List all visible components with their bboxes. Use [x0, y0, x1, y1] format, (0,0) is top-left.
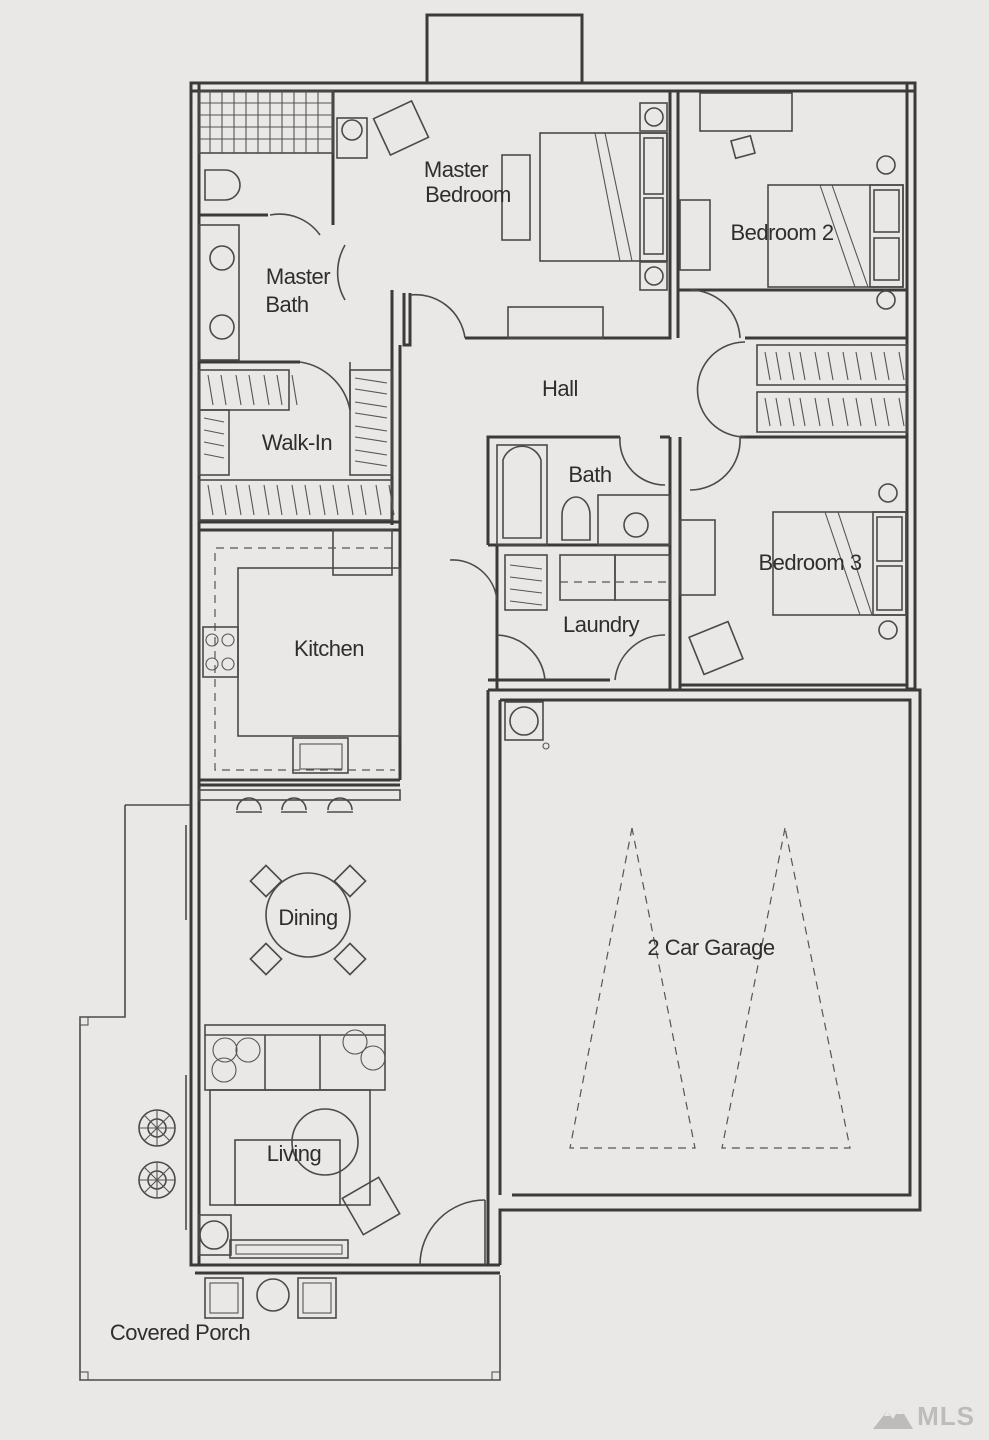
- bath-fixtures: [496, 444, 671, 546]
- mountain-logo-icon: [873, 1406, 914, 1429]
- bedroom-2-furniture: [679, 92, 908, 433]
- bedroom-3-furniture: [679, 483, 907, 676]
- walk-in-closet-shelving: [198, 369, 395, 521]
- mls-watermark: MLS: [873, 1401, 975, 1432]
- room-labels: Master Bedroom Bedroom 2 Master Bath Hal…: [110, 157, 862, 1345]
- mls-brand-text: MLS: [917, 1401, 975, 1431]
- room-label-kitchen: Kitchen: [294, 636, 364, 661]
- room-label-bath: Bath: [568, 462, 611, 487]
- room-label-garage: 2 Car Garage: [647, 935, 775, 960]
- room-label-bedroom-2: Bedroom 2: [730, 220, 833, 245]
- laundry-fixtures: [504, 554, 671, 611]
- plant-icon: [138, 1161, 176, 1199]
- room-label-living: Living: [267, 1141, 321, 1166]
- room-label-hall: Hall: [542, 376, 578, 401]
- room-label-master-bedroom-line1: Master: [424, 157, 488, 182]
- porch-furniture: [138, 1109, 337, 1319]
- plant-icon: [138, 1109, 176, 1147]
- room-label-master-bath-line2: Bath: [265, 292, 308, 317]
- dining-set: [249, 864, 367, 976]
- room-label-master-bedroom-line2: Bedroom: [425, 182, 511, 207]
- living-furniture: [198, 1024, 401, 1259]
- room-label-dining: Dining: [278, 905, 337, 930]
- garage-fixtures: [504, 701, 851, 1149]
- room-label-covered-porch: Covered Porch: [110, 1320, 250, 1345]
- covered-porch-outline: [79, 804, 501, 1381]
- master-bedroom-furniture: [336, 99, 668, 339]
- master-bath-fixtures: [198, 90, 334, 361]
- room-label-walk-in: Walk-In: [262, 430, 332, 455]
- room-label-master-bath-line1: Master: [266, 264, 330, 289]
- exterior-walls: [189, 13, 922, 1275]
- kitchen-fixtures: [198, 529, 401, 813]
- room-label-bedroom-3: Bedroom 3: [758, 550, 861, 575]
- room-label-laundry: Laundry: [563, 612, 640, 637]
